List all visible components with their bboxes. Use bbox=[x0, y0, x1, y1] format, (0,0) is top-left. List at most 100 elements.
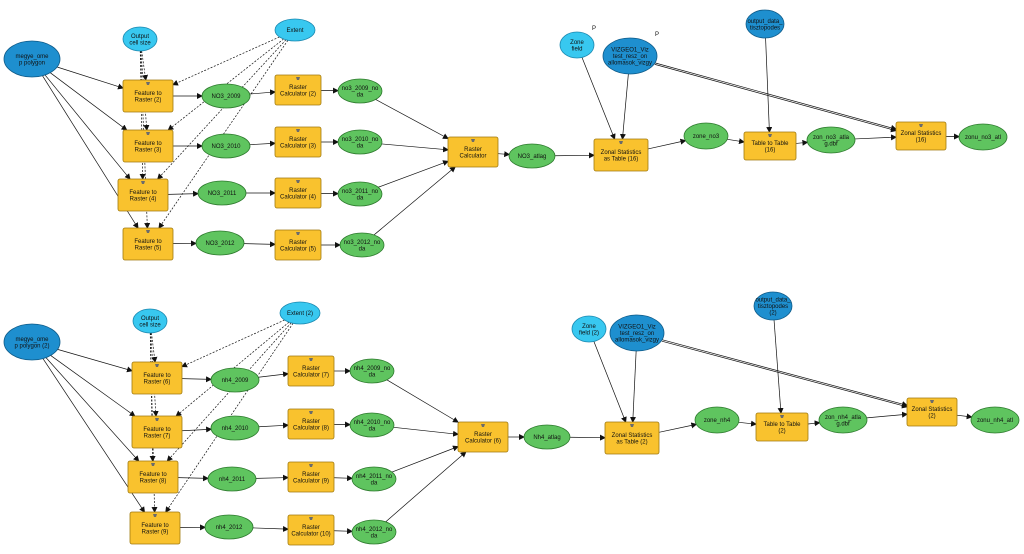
node-process-tt[interactable]: Table to Table(16) bbox=[743, 131, 797, 161]
node-label: Table to Table bbox=[752, 141, 790, 147]
node-shape bbox=[339, 232, 385, 258]
node-label: no3_2009_no bbox=[342, 86, 379, 92]
node-output-o3[interactable]: NO3_2011 bbox=[197, 180, 247, 206]
node-shape bbox=[895, 121, 947, 151]
node-output-O3[interactable]: nh4_2011 bbox=[207, 466, 257, 492]
node-label: no3_2012_no bbox=[344, 240, 381, 246]
node-output-o1[interactable]: NO3_2009 bbox=[201, 83, 251, 109]
node-param-E1[interactable]: Extent (2) bbox=[279, 301, 321, 325]
parameter-flag: P bbox=[655, 32, 659, 38]
node-shape bbox=[683, 122, 729, 150]
node-output-av[interactable]: NO3_atlag bbox=[508, 143, 556, 169]
tool-icon bbox=[155, 418, 159, 421]
node-label: Raster (5) bbox=[135, 245, 162, 251]
connector-VZ-ZT bbox=[630, 350, 637, 423]
connector-n3-rc bbox=[378, 160, 449, 188]
node-shape bbox=[958, 123, 1008, 151]
connector-N1-RC bbox=[386, 379, 459, 423]
node-input-OD[interactable]: output_data_tisztopodes(2) bbox=[753, 291, 793, 321]
node-label: Raster (3) bbox=[135, 147, 162, 153]
node-output-ZA[interactable]: zonu_nh4_atl bbox=[970, 406, 1020, 434]
node-output-ZD[interactable]: zon_nh4_atlag.dbf bbox=[818, 406, 868, 434]
node-shape bbox=[906, 397, 958, 427]
node-output-zd[interactable]: zon_no3_atlag.dbf bbox=[806, 126, 856, 154]
tool-icon bbox=[768, 134, 772, 137]
node-label: tisztopodes bbox=[750, 25, 780, 31]
node-output-zo[interactable]: zone_no3 bbox=[683, 122, 729, 150]
node-output-ZO[interactable]: zone_nh4 bbox=[694, 406, 740, 434]
node-label: Output bbox=[131, 34, 149, 40]
connector-ZF-ZT bbox=[593, 341, 627, 423]
node-output-o2[interactable]: NO3_2010 bbox=[201, 133, 251, 159]
node-output-AV[interactable]: Nh4_atlag bbox=[523, 424, 571, 450]
connector-R3-N3 bbox=[333, 475, 354, 482]
connector-zt-zo bbox=[647, 138, 687, 150]
node-label: Raster bbox=[302, 366, 320, 372]
node-shape bbox=[132, 308, 168, 334]
node-output-o4[interactable]: NO3_2012 bbox=[195, 230, 245, 256]
node-param-e1[interactable]: Extent bbox=[274, 18, 316, 42]
node-shape bbox=[122, 227, 174, 261]
node-output-za[interactable]: zonu_no3_atl bbox=[958, 123, 1008, 151]
node-input-od[interactable]: output_data_tisztopodes bbox=[745, 9, 785, 39]
node-label: Table to Table bbox=[764, 422, 802, 428]
node-label: no3_2011_no bbox=[342, 189, 379, 195]
node-label: Raster (2) bbox=[135, 97, 162, 103]
node-shape bbox=[287, 355, 335, 387]
node-label: Raster bbox=[302, 472, 320, 478]
node-shape bbox=[349, 412, 395, 438]
node-process-TT[interactable]: Table to Table(2) bbox=[755, 412, 809, 442]
connector-R4-N4 bbox=[333, 528, 354, 535]
node-output-O2[interactable]: nh4_2010 bbox=[210, 415, 260, 441]
node-shape bbox=[122, 129, 174, 163]
connector-n1-rc bbox=[375, 99, 449, 139]
node-output-O1[interactable]: nh4_2009 bbox=[210, 367, 260, 393]
node-process-ZS[interactable]: Zonal Statistics(2) bbox=[906, 397, 958, 427]
node-label: Zone bbox=[570, 40, 584, 46]
node-output-O4[interactable]: nh4_2012 bbox=[204, 514, 254, 540]
node-process-zs[interactable]: Zonal Statistics(16) bbox=[895, 121, 947, 151]
node-shape bbox=[3, 323, 61, 361]
node-label: Raster (7) bbox=[144, 433, 171, 439]
connector-tt-zd bbox=[795, 139, 809, 146]
tool-icon bbox=[141, 181, 145, 184]
